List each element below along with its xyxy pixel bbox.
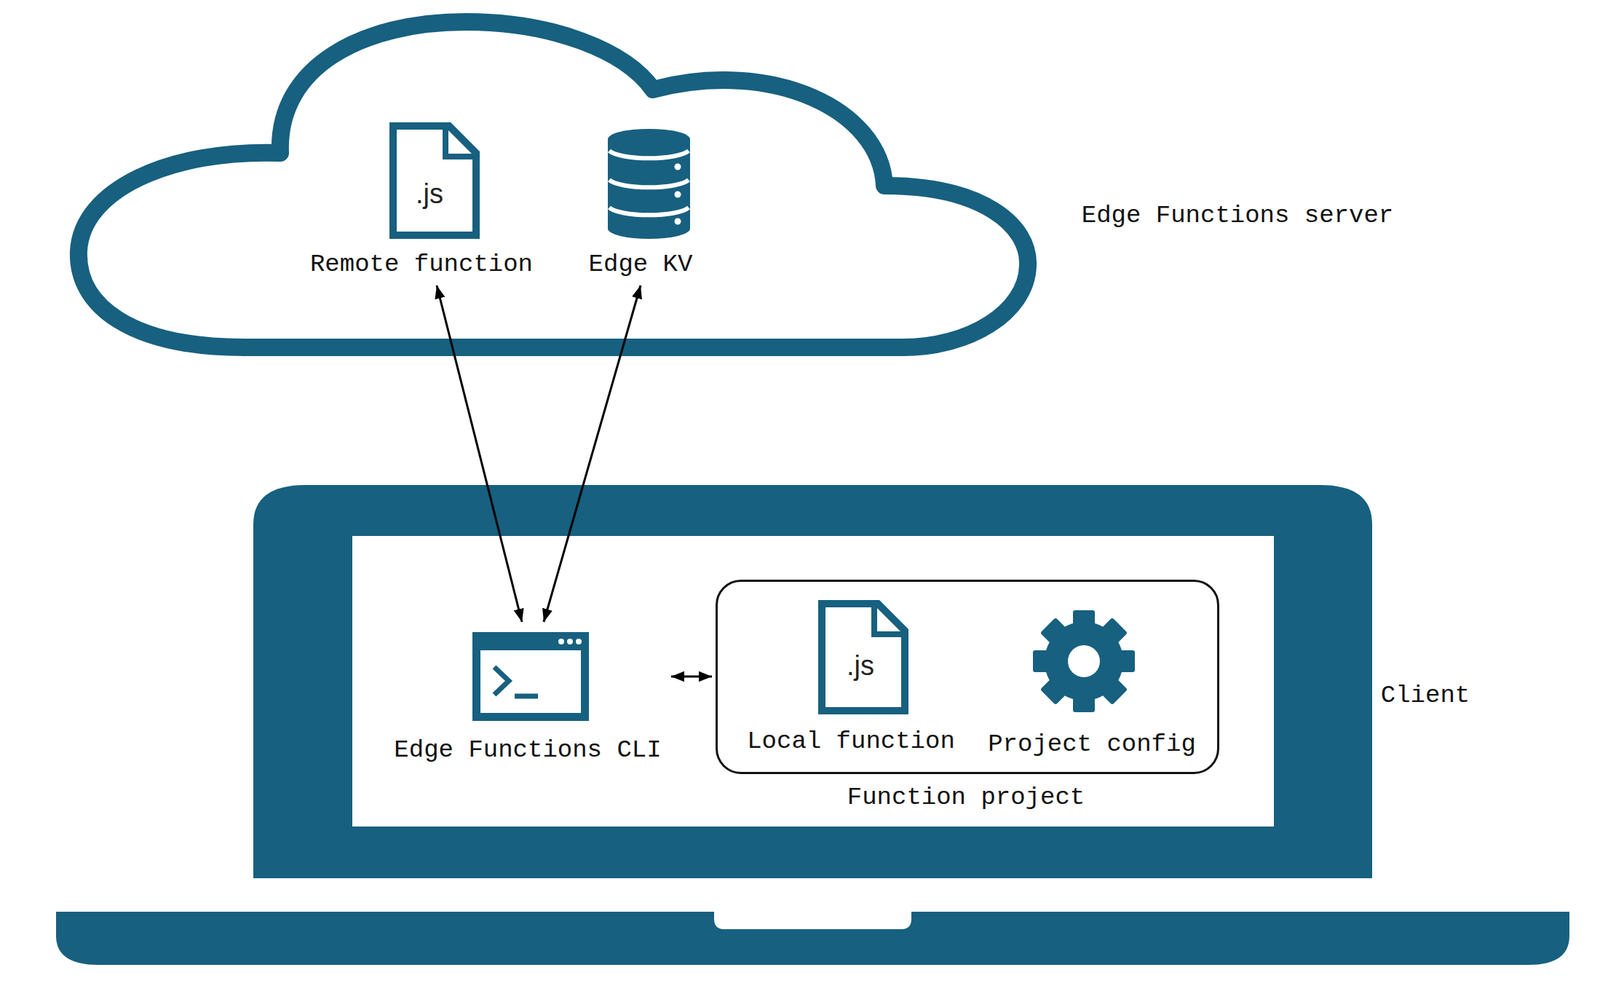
laptop-screen bbox=[352, 535, 1274, 827]
label-anchor: .js bbox=[0, 0, 28, 31]
database-band bbox=[609, 179, 689, 188]
terminal-cursor bbox=[514, 693, 538, 699]
file-outline bbox=[393, 125, 477, 236]
terminal-screen bbox=[480, 650, 581, 713]
database-dot bbox=[674, 191, 682, 198]
cloud-outline bbox=[78, 21, 1028, 348]
laptop bbox=[56, 484, 1570, 965]
kv-store: Edge KV bbox=[583, 128, 699, 280]
database-band bbox=[609, 207, 689, 215]
gear-tooth bbox=[1096, 674, 1128, 705]
cloud-shape bbox=[78, 21, 1028, 348]
gear-tooth bbox=[1096, 617, 1128, 648]
terminal-dot bbox=[575, 638, 582, 645]
database-icon bbox=[607, 128, 691, 239]
file-icon bbox=[821, 603, 905, 711]
project-box: Function projectLocal functionProject co… bbox=[715, 579, 1220, 774]
node-label: Edge KV bbox=[588, 249, 693, 280]
database-band bbox=[609, 150, 689, 158]
file-fold bbox=[874, 605, 903, 635]
gear-tooth bbox=[1040, 617, 1071, 648]
terminal-dot bbox=[558, 638, 565, 645]
node-label: Local function bbox=[746, 726, 956, 757]
terminal-dot bbox=[567, 638, 573, 645]
laptop-base bbox=[56, 911, 1570, 965]
gear-tooth bbox=[1072, 610, 1095, 632]
database-body bbox=[607, 128, 691, 239]
file-icon bbox=[393, 125, 477, 236]
node-label: Remote function bbox=[310, 249, 533, 280]
node-label: Client bbox=[1380, 680, 1470, 711]
connector-arrow bbox=[543, 285, 641, 622]
client-laptop: ClientEdge Functions CLI Function project… bbox=[56, 484, 1570, 965]
file-extension: .js bbox=[415, 178, 444, 209]
terminal-prompt bbox=[494, 666, 509, 695]
config-gear: Project config bbox=[981, 610, 1202, 760]
file-outline bbox=[821, 603, 905, 711]
node-label: Edge Functions server bbox=[1081, 200, 1394, 231]
connector-arrow bbox=[436, 285, 522, 622]
database-dot bbox=[674, 218, 682, 225]
file-fold bbox=[445, 128, 474, 157]
gear-tooth bbox=[1072, 690, 1095, 712]
gear-tooth bbox=[1040, 674, 1071, 705]
connector-arrow bbox=[671, 675, 712, 678]
node-label: Edge Functions CLI bbox=[393, 735, 661, 766]
database-dot bbox=[674, 163, 682, 171]
server-cloud: Edge Functions serverRemote functionEdge… bbox=[69, 12, 1044, 358]
node-label: Project config bbox=[987, 729, 1196, 760]
node-label: Function project bbox=[847, 782, 1085, 813]
gear-icon bbox=[1032, 610, 1135, 712]
gear-tooth bbox=[1032, 650, 1055, 672]
gear-tooth bbox=[1113, 650, 1135, 672]
file-extension: .js bbox=[846, 650, 875, 681]
label-anchor: .js bbox=[0, 0, 28, 31]
terminal-frame bbox=[472, 631, 589, 721]
laptop-frame bbox=[253, 484, 1373, 878]
terminal-icon bbox=[472, 631, 589, 721]
gear-hole bbox=[1067, 644, 1100, 677]
cli-terminal: Edge Functions CLI bbox=[387, 631, 668, 766]
